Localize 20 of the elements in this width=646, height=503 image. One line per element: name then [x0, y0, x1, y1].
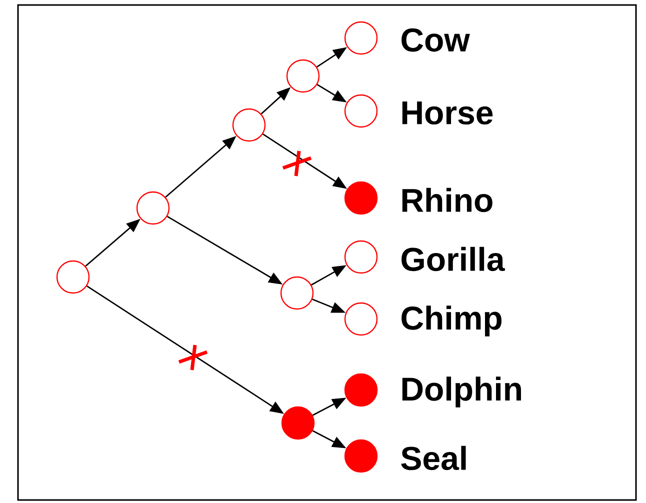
- species-name: Rhino: [402, 188, 492, 212]
- species-name: Dolphin: [402, 376, 521, 408]
- open-circle: [136, 191, 170, 225]
- open-circle: [56, 260, 90, 294]
- open-circle: [344, 240, 378, 274]
- filled-circle: [281, 406, 315, 440]
- species-name: Cow: [402, 28, 470, 52]
- species-name: Chimp: [402, 306, 502, 336]
- species-name: Seal: [401, 446, 466, 470]
- open-circle: [344, 302, 378, 336]
- open-circle: [286, 59, 320, 93]
- open-circle: [344, 21, 378, 55]
- species-name: Gorilla: [402, 246, 505, 272]
- open-circle: [344, 94, 378, 128]
- filled-circle: [344, 439, 378, 473]
- species-name: Horse: [402, 101, 493, 125]
- open-circle: [280, 276, 314, 310]
- filled-circle: [344, 181, 378, 215]
- filled-circle: [344, 373, 378, 407]
- open-circle: [232, 108, 266, 142]
